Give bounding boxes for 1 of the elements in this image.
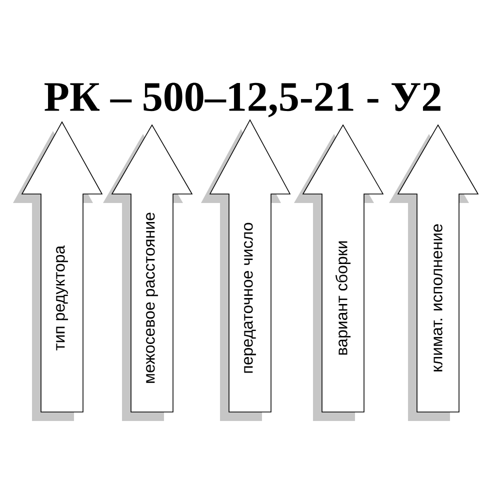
title: РК – 500–12,5-21 - У2	[44, 82, 440, 118]
